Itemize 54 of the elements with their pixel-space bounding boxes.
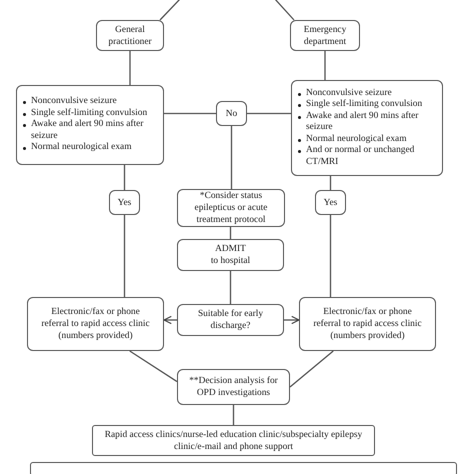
node-text: to hospital	[210, 255, 250, 267]
connector-line	[164, 112, 216, 114]
process-box	[299, 297, 436, 351]
node-text: General practitioner	[107, 24, 153, 48]
connector-line	[290, 350, 334, 388]
connector-line	[160, 0, 182, 20]
node-text: *Consider status epilepticus or acute treatment protocol	[194, 190, 268, 226]
criteria-item: Awake and alert 90 mins after seizure	[306, 110, 420, 134]
process-box	[177, 369, 290, 405]
criteria-item: Normal neurological exam	[306, 134, 406, 146]
criteria-box	[16, 85, 164, 165]
connector-line	[230, 271, 232, 304]
node-text: Emergency department	[302, 24, 348, 48]
connector-line	[330, 215, 332, 297]
node-text: Yes	[118, 196, 132, 208]
connector-line	[232, 405, 234, 425]
arrow	[163, 316, 177, 324]
decision-box	[216, 101, 247, 126]
connector-line	[230, 227, 232, 239]
connector-line	[129, 350, 178, 382]
process-box	[290, 20, 360, 51]
decision-box	[109, 190, 140, 215]
connector-line	[124, 165, 126, 190]
node-text: Electronic/fax or phone referral to rapid access clinic (numbers provided)	[40, 306, 151, 342]
arrow	[284, 316, 300, 324]
node-text: Suitable for early discharge?	[196, 308, 264, 332]
connector-line	[230, 126, 232, 189]
criteria-item: Normal neurological exam	[31, 142, 132, 154]
connector-line	[129, 51, 131, 85]
node-text: Yes	[324, 196, 338, 208]
criteria-item: Awake and alert 90 mins after seizure	[31, 119, 144, 142]
criteria-item: Single self-limiting convulsion	[31, 108, 148, 119]
connector-line	[330, 176, 332, 190]
connector-line	[274, 0, 294, 20]
node-text: ADMIT	[215, 243, 246, 255]
decision-box	[315, 190, 346, 215]
criteria-box	[291, 80, 443, 176]
criteria-item: Single self-limiting convulsion	[306, 99, 422, 111]
node-text: Electronic/fax or phone referral to rapid access clinic (numbers provided)	[312, 306, 423, 342]
criteria-item: Nonconvulsive seizure	[306, 88, 392, 99]
process-box	[177, 189, 285, 227]
node-text: Rapid access clinics/nurse-led education clinic/subspecialty epilepsy clinic/e-mail and phone support	[104, 428, 364, 452]
process-box	[177, 239, 284, 271]
decision-box	[177, 304, 284, 336]
empty-box	[30, 462, 457, 474]
connector-line	[324, 51, 326, 80]
process-box	[27, 297, 164, 351]
connector-line	[247, 112, 291, 114]
process-box	[96, 20, 164, 51]
criteria-item: Nonconvulsive seizure	[31, 96, 117, 108]
node-text: **Decision analysis for OPD investigations	[188, 375, 279, 399]
criteria-item: And or normal or unchanged CT/MRI	[306, 145, 416, 168]
connector-line	[124, 215, 126, 297]
node-text: No	[226, 108, 238, 120]
